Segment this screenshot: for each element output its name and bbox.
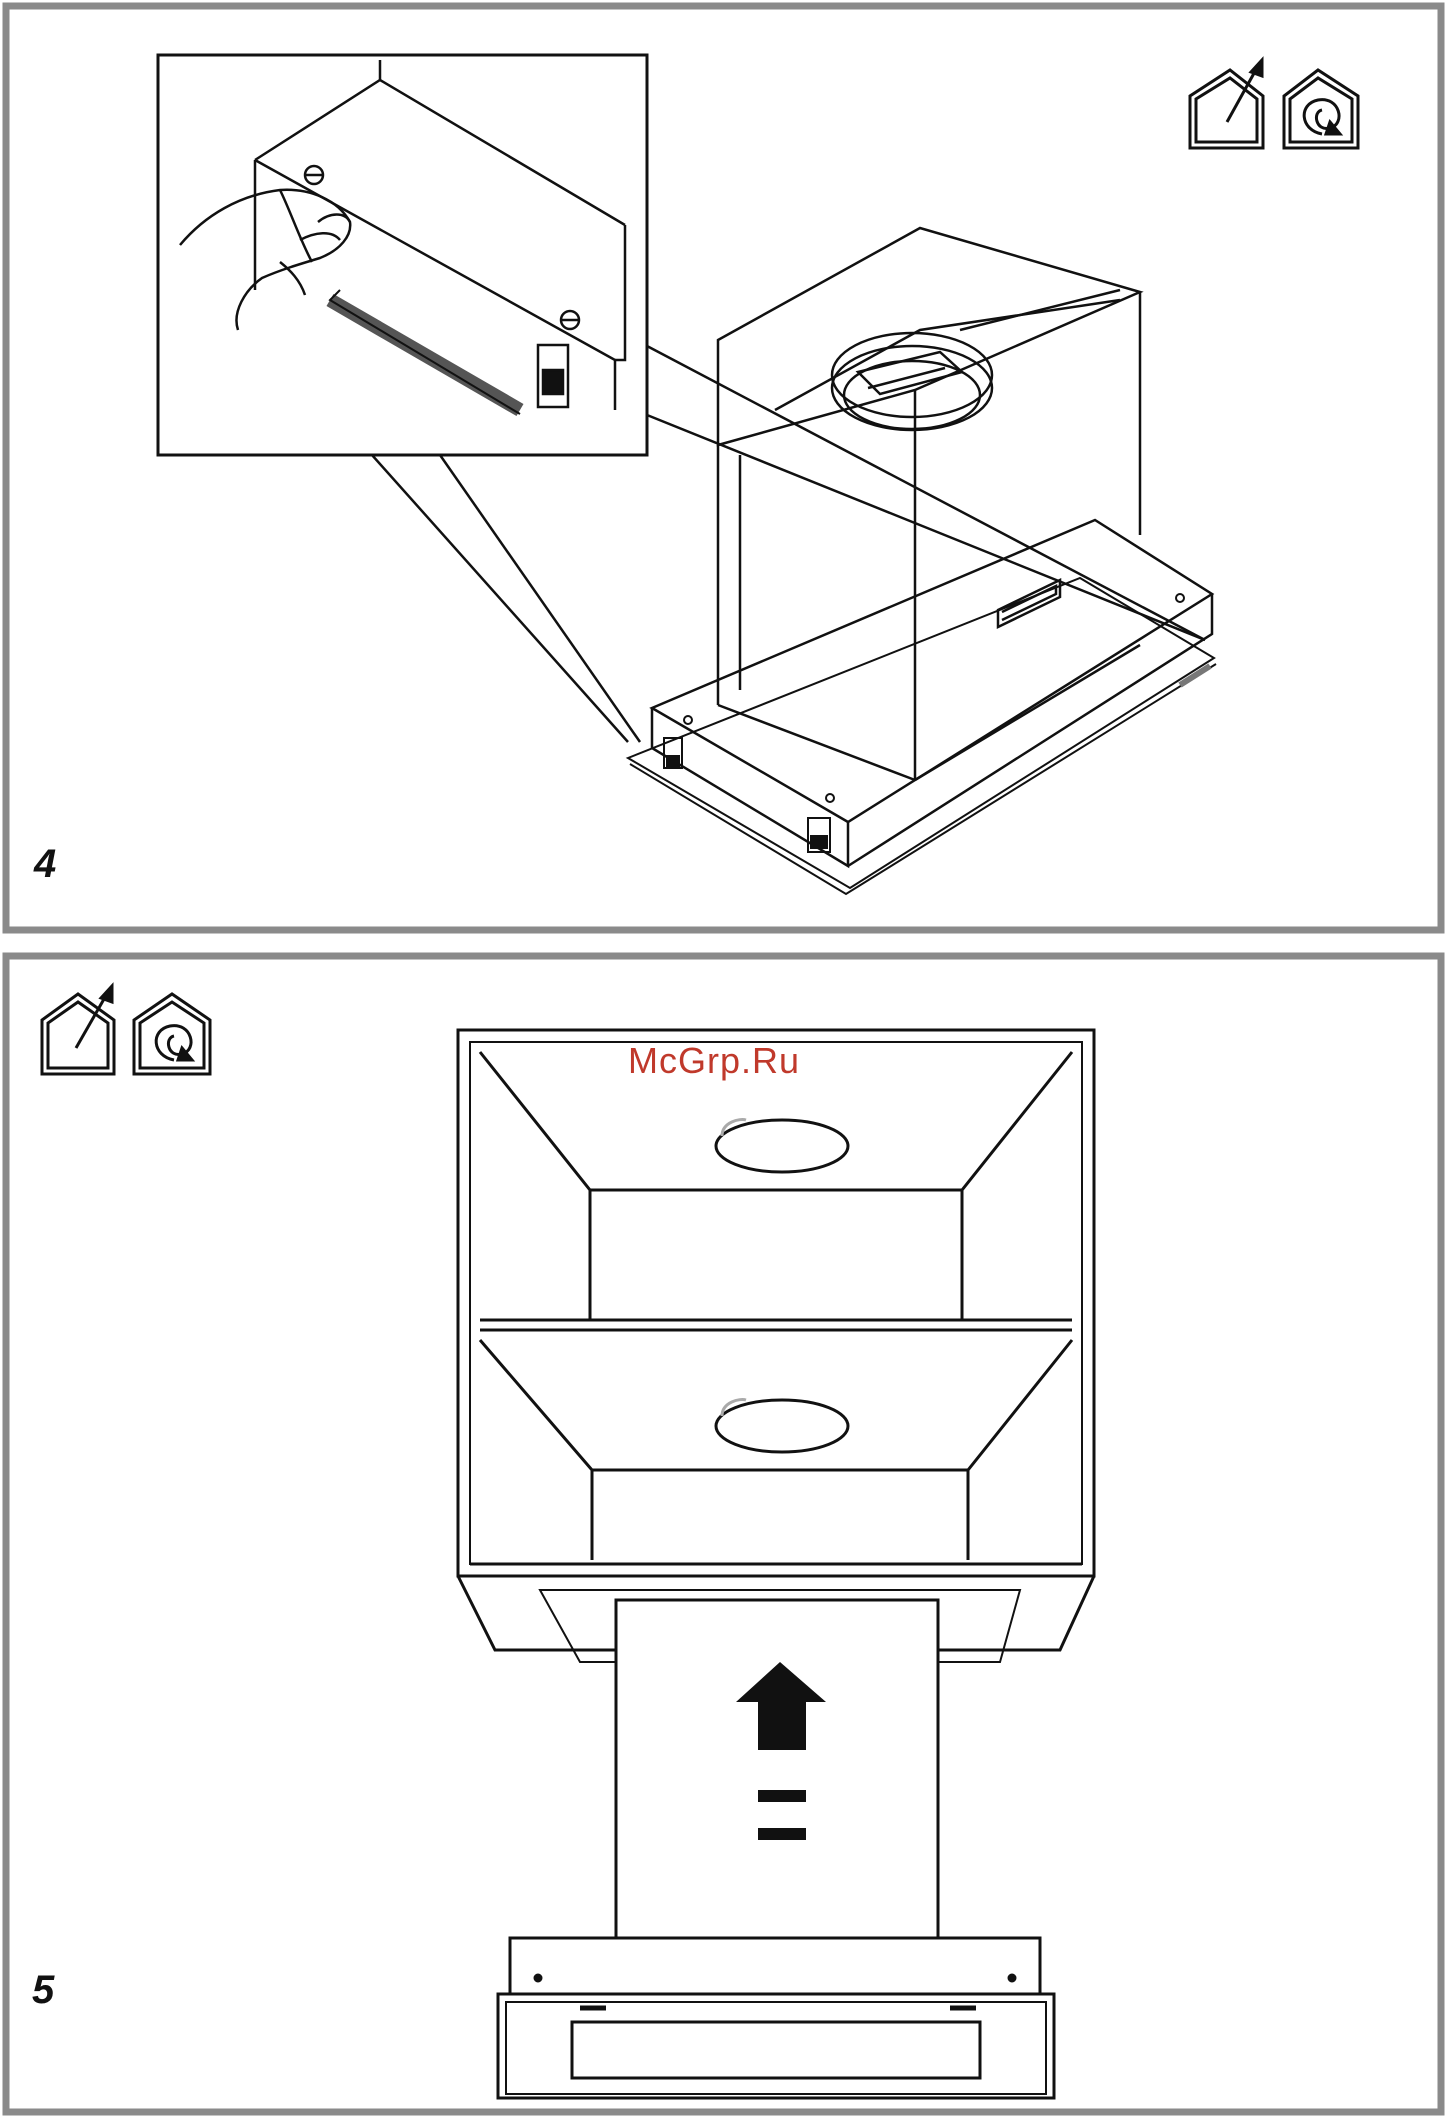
outlet-collar [832, 333, 992, 430]
figure-4-panel: 4 [0, 0, 1447, 936]
shelf-hole-upper [716, 1120, 848, 1172]
recirculation-house-icon [134, 994, 210, 1074]
hood-body [628, 228, 1216, 894]
hood-motor-block [616, 1600, 938, 1938]
figure-4-illustration [0, 0, 1447, 936]
figure-number-5: 5 [32, 1968, 54, 2013]
figure-number-4: 4 [34, 842, 56, 887]
ducted-venting-house-icon [42, 986, 114, 1074]
ducted-venting-house-icon [1190, 60, 1263, 148]
figure-5-panel: McGrp.Ru 5 [0, 950, 1447, 2118]
shelf-hole-lower [716, 1400, 848, 1452]
watermark-text: McGrp.Ru [628, 1040, 800, 1082]
frame-connector-right [808, 594, 1184, 852]
detail-inset [158, 55, 647, 455]
recirculation-house-icon [1284, 70, 1358, 148]
figure-5-illustration [0, 950, 1447, 2118]
hood-lower-unit [498, 1938, 1054, 2098]
